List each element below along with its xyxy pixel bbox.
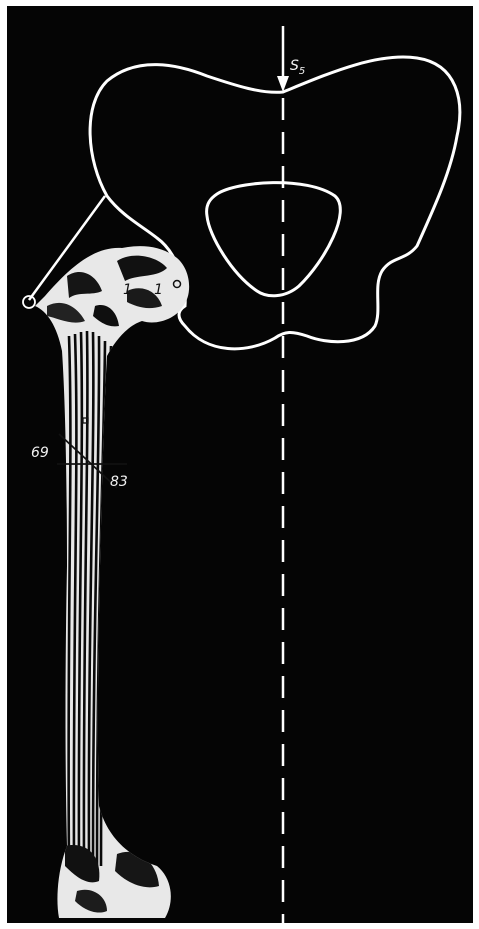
photoelastic-figure: S5 69 83 1 1 (7, 6, 473, 923)
foramen-outline (207, 183, 341, 296)
line-label-left: 69 (31, 446, 49, 460)
load-label: S5 (290, 59, 305, 73)
line-label-right: 83 (110, 475, 128, 489)
head-marker (23, 296, 35, 308)
fringe-label-2: 1 (154, 283, 163, 297)
femur-model (7, 236, 207, 923)
figure-drawing (7, 6, 473, 923)
fringe-label-1: 1 (123, 283, 132, 297)
